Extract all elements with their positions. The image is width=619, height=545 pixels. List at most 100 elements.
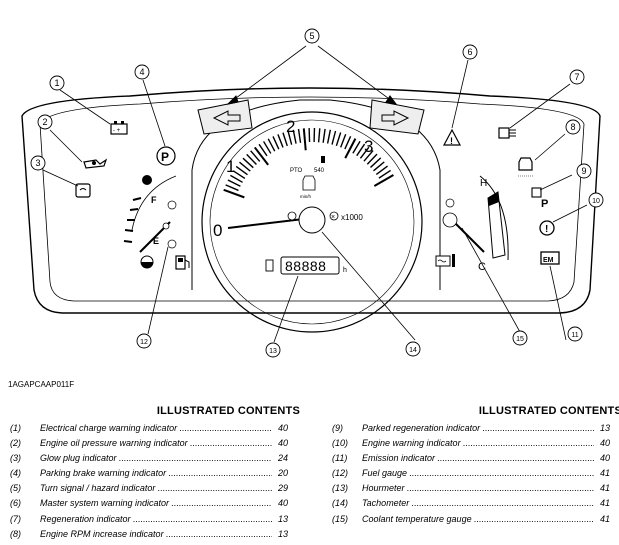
contents-row: (2)Engine oil pressure warning indicator…: [10, 436, 300, 452]
fuel-gauge: [123, 175, 177, 269]
tach-tick: [375, 165, 388, 175]
callout-8: 8: [565, 119, 581, 135]
tach-multiplier: x1000: [341, 213, 363, 222]
contents-item-label: Regeneration indicator: [40, 512, 272, 527]
contents-title: ILLUSTRATED CONTENTS: [478, 405, 619, 417]
contents-row: (13)Hourmeter41: [332, 481, 619, 497]
contents-row: (12) Fuel gauge41: [332, 466, 619, 482]
master-warning-icon: !: [443, 128, 461, 146]
contents-item-number: (14): [332, 498, 349, 509]
callout-number: 7: [574, 72, 579, 82]
tach-tick: [340, 133, 347, 148]
contents-item-page: 24: [272, 451, 300, 467]
contents-row: (10)Engine warning indicator40: [332, 436, 619, 452]
contents-item-label: Emission indicator: [362, 451, 594, 466]
contents-row: (6) Master system warning indicator40: [10, 496, 300, 512]
tach-tick: [292, 129, 297, 144]
contents-item-number: (4): [10, 468, 21, 479]
tachometer-bezel: [191, 99, 441, 290]
callout-3: 3: [30, 155, 46, 171]
callout-13: 13: [265, 342, 281, 358]
contents-item-number: (6): [10, 498, 21, 509]
tach-tick: [223, 188, 245, 199]
contents-item-number: (9): [332, 423, 343, 433]
tachometer-hub: [298, 206, 326, 234]
callout-1: 1: [49, 75, 65, 91]
contents-item-page: 40: [594, 436, 619, 452]
coolant-temperature-gauge: [442, 175, 509, 261]
tachometer-needle: [227, 217, 313, 229]
pto-value: 540: [314, 168, 325, 174]
callout-7: 7: [569, 69, 585, 85]
contents-item-number: (13): [332, 483, 349, 494]
panel-outline: [21, 87, 601, 314]
contents-item-number: (10): [332, 438, 349, 449]
contents-item-label: Parking brake warning indicator: [40, 466, 272, 481]
coolant-hot-label: H: [480, 178, 487, 189]
tach-tick: [335, 132, 342, 147]
callout-number: 2: [42, 117, 47, 127]
contents-item-label: Master system warning indicator: [40, 496, 272, 511]
contents-item-page: 41: [594, 466, 619, 482]
tach-tick: [297, 128, 302, 143]
tach-tick: [239, 161, 251, 172]
coolant-cold-label: C: [478, 261, 486, 273]
hourmeter-display: [280, 256, 340, 275]
contents-item-page: 13: [272, 511, 300, 527]
contents-item-number: (15): [332, 513, 349, 524]
callout-number: 4: [139, 67, 144, 77]
instrument-panel-diagram: 0 1 2 3 PTO 540 min/h × x1000 88888 h F: [8, 28, 604, 389]
contents-item-label: Engine oil pressure warning indicator: [40, 436, 272, 451]
illustrated-contents-right: ILLUSTRATED CONTENTS (9) Parked regenerat…: [332, 405, 619, 527]
tach-tick: [363, 150, 374, 162]
callout-11: 11: [567, 326, 583, 342]
contents-item-page: 41: [594, 496, 619, 512]
contents-item-number: (12): [332, 468, 349, 479]
contents-item-page: 40: [272, 496, 300, 512]
tach-tick: [373, 161, 385, 172]
tach-tick: [370, 157, 382, 168]
tach-tick: [344, 138, 357, 159]
tach-tick: [258, 143, 268, 157]
contents-title: ILLUSTRATED CONTENTS: [156, 405, 300, 417]
hourglass-icon: [265, 259, 274, 272]
tach-tick: [282, 132, 288, 147]
callout-10: 10: [588, 192, 604, 208]
callout-number: 10: [592, 198, 600, 205]
contents-row: (8)Engine RPM increase indicator13: [10, 526, 300, 542]
callout-number: 15: [516, 336, 524, 343]
tach-tick: [253, 146, 269, 166]
pto-label: PTO: [290, 168, 303, 174]
contents-row: (3)Glow plug indicator24: [10, 451, 300, 467]
contents-row: (5)Turn signal / hazard indicator29: [10, 481, 300, 497]
tach-tick: [366, 153, 378, 165]
oil-pressure-icon: [83, 158, 108, 169]
tach-tick: [277, 134, 284, 148]
tach-label-3: 3: [364, 137, 373, 156]
callout-14: 14: [405, 341, 421, 357]
tach-tick: [378, 169, 391, 179]
contents-item-label: Parked regeneration indicator: [362, 421, 594, 436]
contents-item-label: Fuel gauge: [362, 466, 594, 481]
contents-item-number: (11): [332, 453, 348, 464]
fuel-empty-label: E: [153, 236, 159, 246]
svg-text:!: !: [450, 136, 453, 146]
tach-tick: [262, 141, 272, 154]
contents-item-number: (1): [10, 423, 21, 433]
tach-tick: [227, 179, 241, 187]
contents-item-page: 29: [272, 481, 300, 497]
hourmeter-value: 88888: [285, 258, 326, 274]
tach-tick: [235, 165, 248, 176]
contents-item-label: Tachometer: [362, 496, 594, 511]
coolant-needle: [453, 221, 485, 253]
contents-item-label: Hourmeter: [362, 481, 594, 496]
fuel-pump-icon: [175, 255, 190, 270]
tach-tick: [322, 128, 326, 143]
contents-item-number: (7): [10, 513, 21, 524]
tach-label-2: 2: [286, 117, 295, 136]
parked-regeneration-icon: P: [531, 187, 548, 210]
tachometer-dial: [201, 111, 423, 333]
tach-tick: [326, 129, 332, 144]
glow-plug-icon: [75, 183, 91, 198]
